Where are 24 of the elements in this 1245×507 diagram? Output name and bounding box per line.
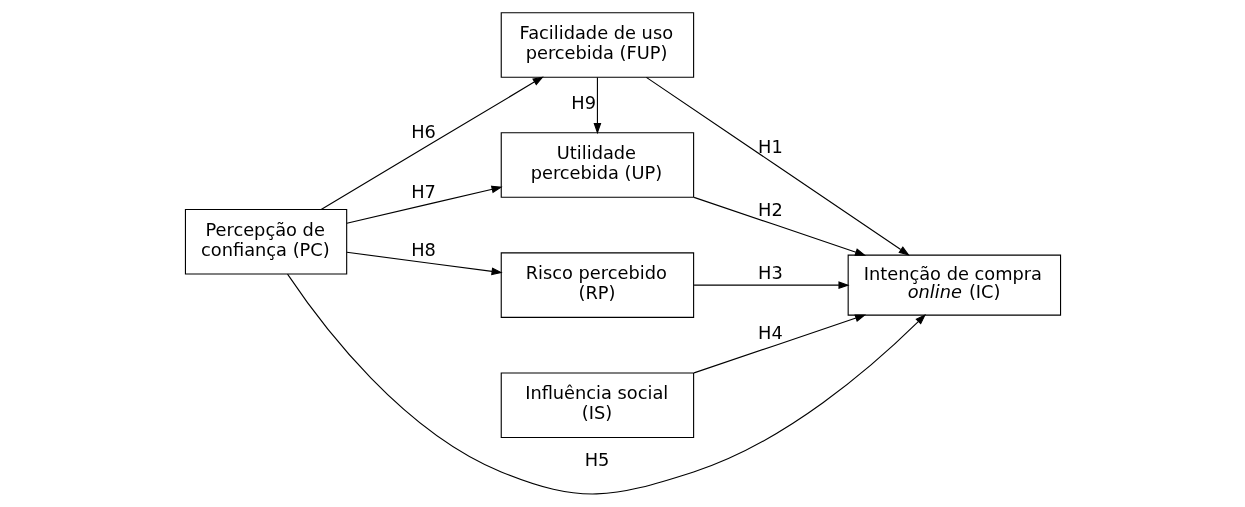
edge-label: H9 (570, 92, 596, 114)
edge-label: H5 (584, 449, 609, 471)
edge-label: H4 (757, 322, 783, 344)
arrow (593, 76, 601, 135)
arrow (286, 273, 926, 495)
arrow (345, 185, 503, 224)
edge-label: H2 (757, 198, 783, 220)
edge-label: H1 (757, 135, 783, 157)
node-box: Percepção de confiança (PC) (184, 208, 347, 275)
node-box: Risco percebido (RP) (500, 252, 694, 318)
arrow (693, 196, 866, 256)
arrow (645, 76, 910, 256)
edge-label: H3 (757, 262, 783, 284)
node-box: Intenção de compra online (IC) (847, 254, 1061, 316)
edge-label: H7 (410, 181, 436, 203)
arrow (693, 314, 866, 374)
arrow (345, 251, 503, 276)
arrow (693, 281, 850, 290)
node-box: Facilidade de uso percebida (FUP) (500, 12, 694, 78)
node-box: Influência social (IS) (500, 372, 694, 439)
node-box: Utilidade percebida (UP) (500, 132, 694, 198)
edge-label: H6 (410, 121, 436, 143)
arrow (320, 76, 544, 211)
edge-label: H8 (410, 239, 436, 260)
